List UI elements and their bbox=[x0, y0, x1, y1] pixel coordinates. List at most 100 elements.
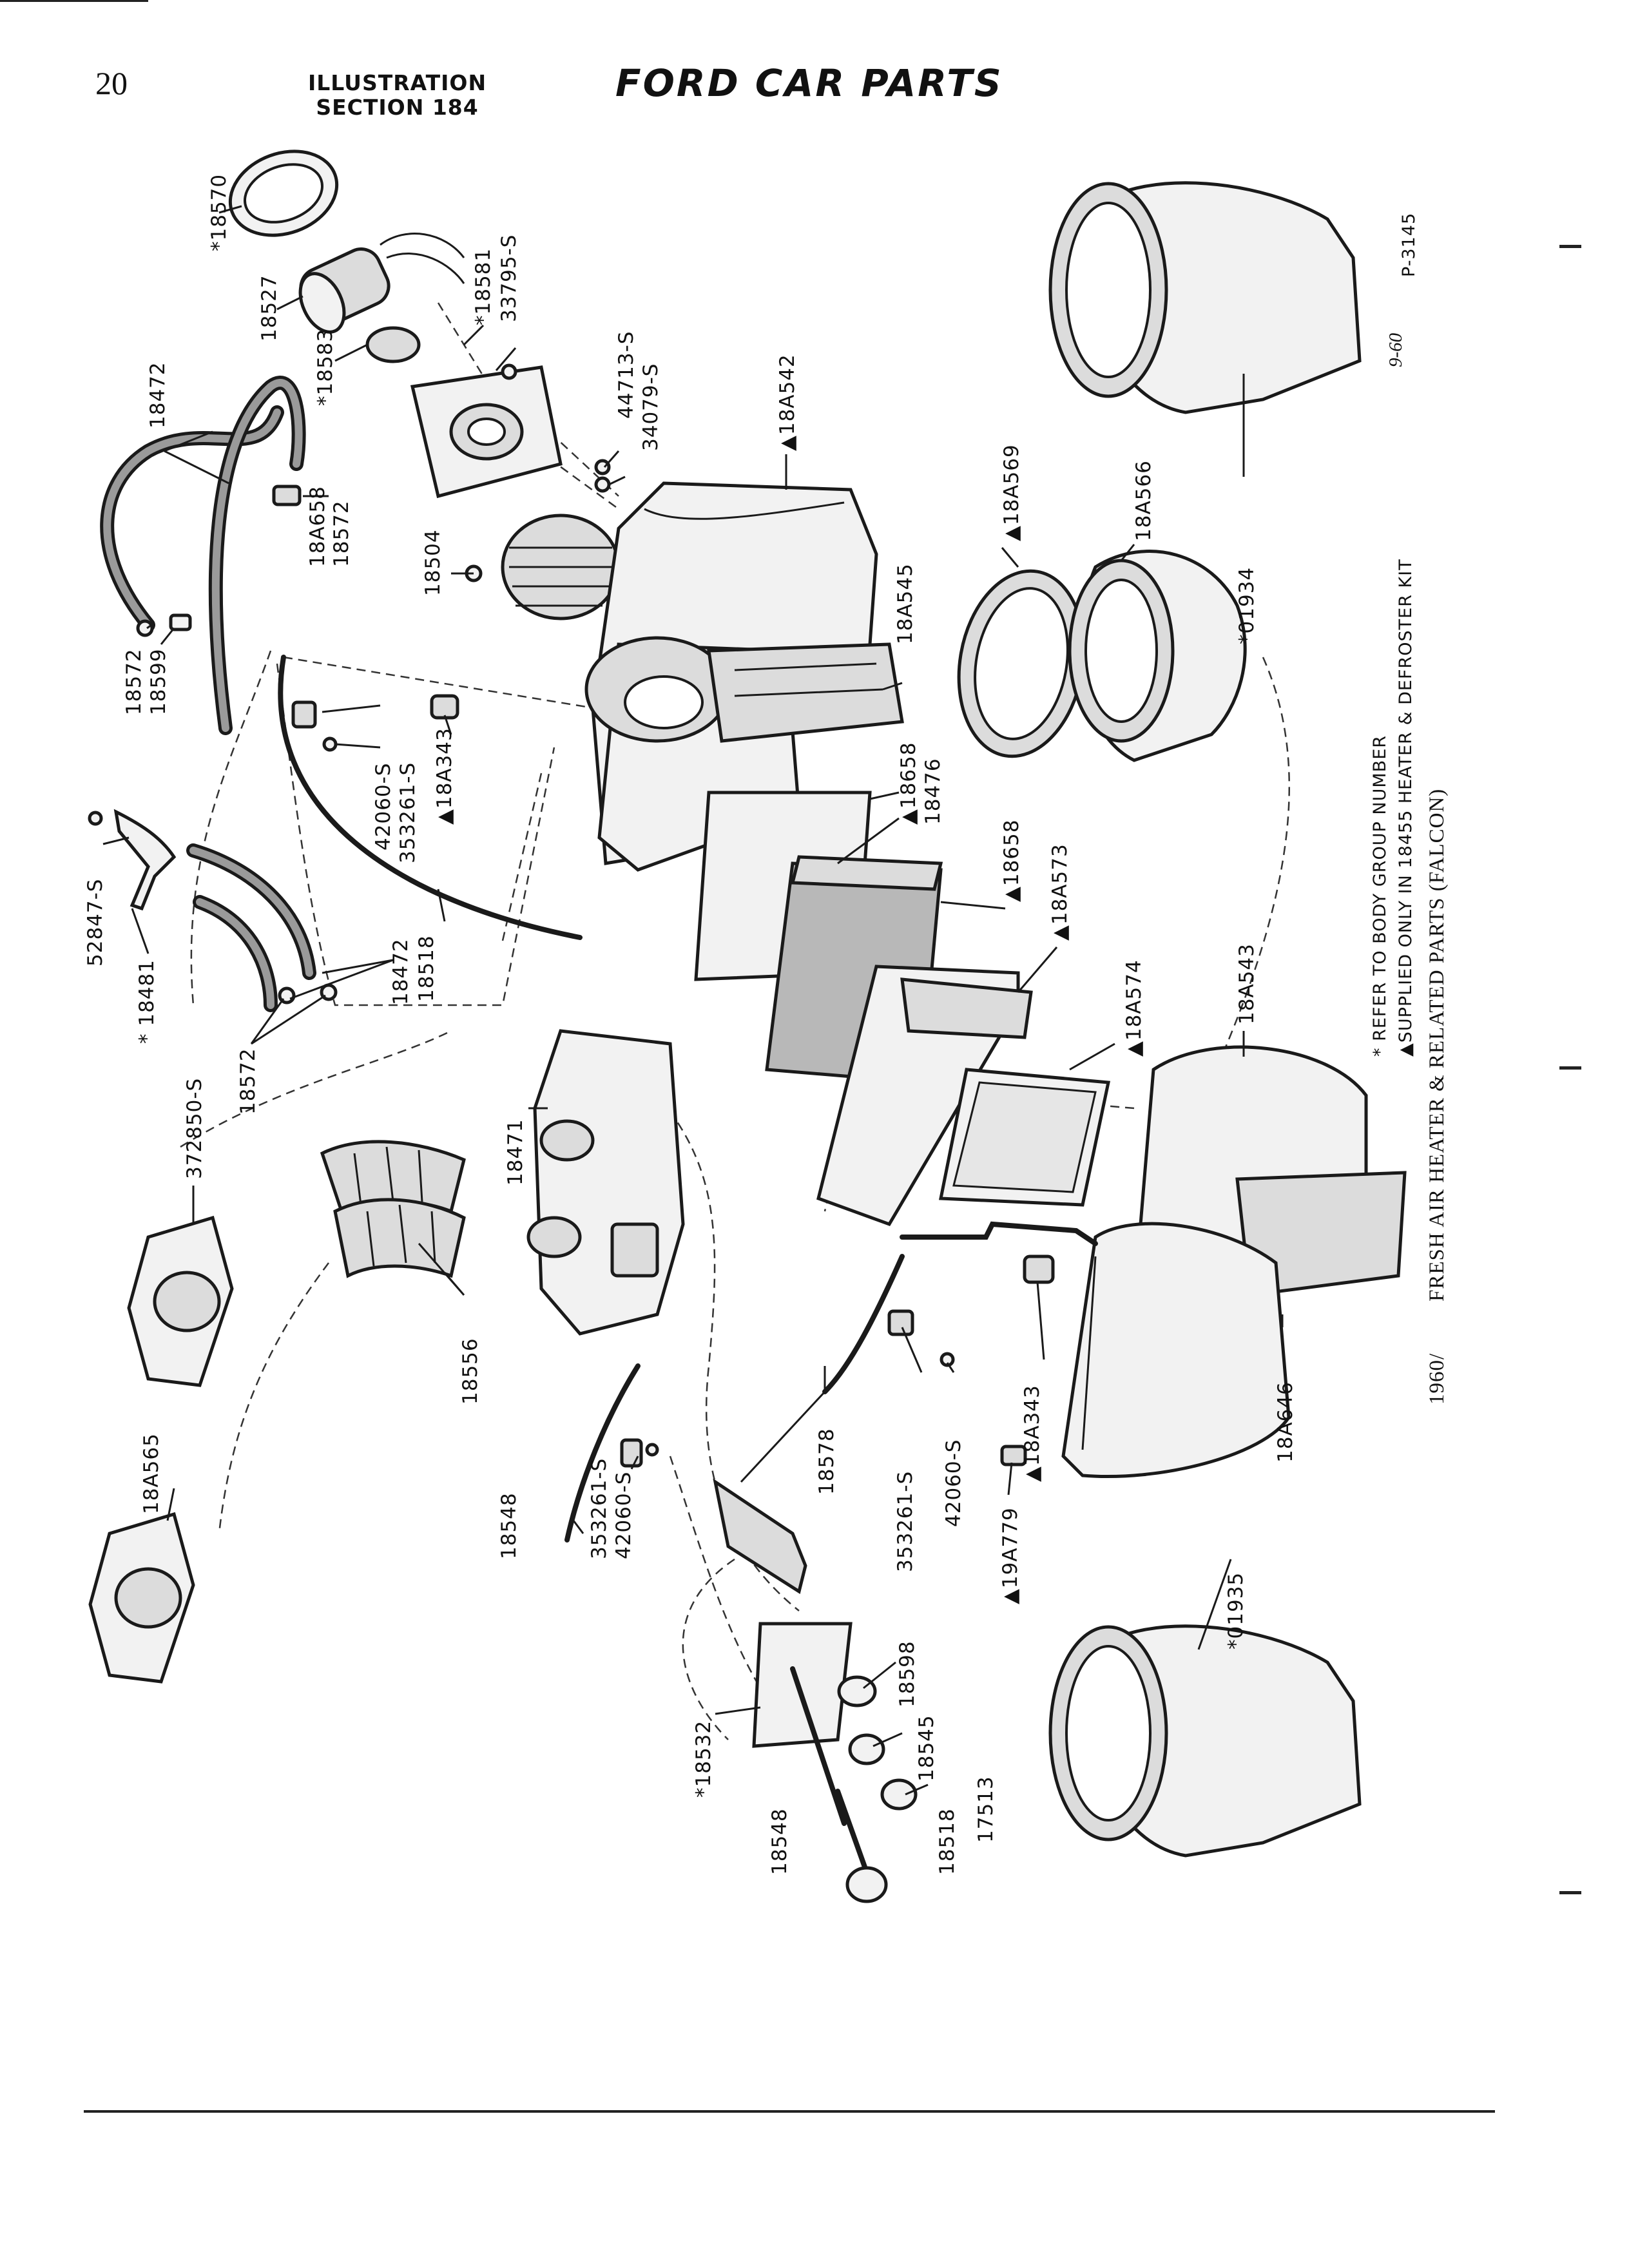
leader-line bbox=[863, 1661, 903, 1747]
control-knob bbox=[848, 1733, 885, 1765]
part-label: 18472 bbox=[389, 938, 412, 1005]
leader-line bbox=[1036, 1282, 1045, 1360]
blower-wheel-blades bbox=[509, 546, 612, 607]
part-label: 18A565 bbox=[140, 1433, 163, 1514]
part-label: 18A566 bbox=[1132, 460, 1155, 541]
screw bbox=[322, 736, 338, 752]
section-heading: ILLUSTRATION SECTION 184 bbox=[308, 71, 487, 120]
part-label: ▲18A569 bbox=[1000, 444, 1023, 541]
leader-line bbox=[322, 704, 381, 749]
leader-line bbox=[289, 959, 394, 1000]
footnote-triangle: ▲SUPPLIED ONLY IN 18455 HEATER & DEFROST… bbox=[1396, 559, 1416, 1057]
part-label: 42060-S bbox=[372, 763, 395, 850]
section-line-2: SECTION 184 bbox=[316, 95, 479, 120]
leader-line bbox=[102, 836, 130, 845]
motor-clamp bbox=[365, 326, 421, 363]
part-label: 18548 bbox=[497, 1492, 521, 1559]
dashed-line bbox=[501, 773, 543, 941]
heater-hose-inner bbox=[211, 379, 303, 732]
part-label: 18472 bbox=[146, 361, 169, 428]
part-label: 34079-S bbox=[639, 363, 662, 451]
leader-line bbox=[882, 682, 903, 691]
defroster-hose-ribs bbox=[366, 1204, 436, 1267]
leader-line bbox=[1007, 1462, 1013, 1495]
mounting-plate-hole-inner bbox=[467, 418, 506, 446]
part-label: ▲18A343 bbox=[433, 727, 456, 825]
dashed-line bbox=[180, 1030, 452, 1148]
leader-line bbox=[164, 430, 229, 485]
leader-line bbox=[837, 791, 900, 865]
part-label: 18504 bbox=[421, 529, 445, 596]
part-label: 18518 bbox=[415, 935, 438, 1002]
control-cable bbox=[278, 655, 583, 940]
control-bracket bbox=[752, 1622, 853, 1748]
part-label: 18A646 bbox=[1274, 1381, 1297, 1463]
leader-line bbox=[1120, 544, 1135, 561]
blower-housing-hole bbox=[624, 675, 704, 729]
part-label: ▲18A574 bbox=[1123, 959, 1146, 1057]
duct-outlet bbox=[539, 1119, 595, 1162]
leader-lines bbox=[102, 205, 1284, 1796]
part-label: 18518 bbox=[936, 1808, 959, 1875]
washer bbox=[594, 476, 611, 493]
figure-code: P-3145 bbox=[1399, 213, 1419, 277]
brand-title: FORD CAR PARTS bbox=[615, 61, 1003, 105]
bottom-rule bbox=[84, 2110, 1495, 2113]
leader-line bbox=[1001, 547, 1019, 568]
part-label: 44713-S bbox=[615, 331, 638, 419]
inlet-duct-hole bbox=[1084, 579, 1158, 723]
part-label: 18598 bbox=[896, 1640, 919, 1707]
part-label: 18545 bbox=[915, 1715, 938, 1782]
leader-line bbox=[218, 205, 242, 214]
part-label: *18583 bbox=[314, 329, 337, 406]
defroster-duct-group bbox=[88, 1029, 685, 1684]
caption-year: 1960/ bbox=[1425, 1353, 1449, 1405]
part-label: ▲19A779 bbox=[999, 1507, 1022, 1604]
heater-control-group bbox=[564, 1254, 918, 1903]
cable-clip bbox=[430, 694, 459, 720]
dashed-line bbox=[1197, 657, 1290, 1109]
part-label: 18476 bbox=[921, 758, 945, 825]
footnote-star: * REFER TO BODY GROUP NUMBER bbox=[1370, 735, 1390, 1057]
air-inlet-group bbox=[957, 181, 1362, 1858]
cowl-air-inlet-rh-opening bbox=[1065, 202, 1152, 378]
screw bbox=[501, 363, 517, 380]
dashed-line bbox=[190, 650, 272, 1006]
hose-clamp bbox=[136, 619, 154, 637]
margin-tick bbox=[1559, 1891, 1581, 1894]
part-label: ▲18A542 bbox=[776, 354, 799, 451]
part-label: ▲18A573 bbox=[1048, 843, 1072, 941]
part-label: ▲18658 bbox=[897, 742, 920, 825]
part-label: 353261-S bbox=[396, 762, 419, 863]
part-label: 18527 bbox=[258, 274, 281, 341]
caption-title: FRESH AIR HEATER & RELATED PARTS (FALCON… bbox=[1425, 789, 1449, 1302]
part-label: 18471 bbox=[504, 1119, 527, 1186]
leader-line bbox=[495, 347, 517, 371]
heater-outlet-duct bbox=[533, 1029, 685, 1336]
leader-line bbox=[1197, 1559, 1232, 1650]
blower-motor-group bbox=[228, 149, 621, 620]
motor-lead-wire bbox=[386, 253, 465, 284]
dashed-line bbox=[618, 1056, 800, 1611]
leader-line bbox=[905, 1783, 929, 1796]
clip bbox=[1000, 1445, 1027, 1466]
motor-lead-wire bbox=[380, 233, 465, 258]
part-label: 42060-S bbox=[942, 1439, 965, 1527]
cable-clip bbox=[620, 1438, 643, 1468]
heater-hose bbox=[100, 405, 284, 632]
control-cable bbox=[822, 1254, 905, 1394]
top-rule bbox=[0, 0, 148, 2]
nut bbox=[594, 459, 611, 476]
leader-line bbox=[146, 624, 175, 645]
leader-line bbox=[443, 715, 452, 735]
heater-hose-short-inner bbox=[196, 898, 275, 1009]
cowl-air-inlet-lh-opening bbox=[1065, 1645, 1152, 1821]
leader-line bbox=[1069, 1043, 1115, 1071]
housing-seam bbox=[1081, 1256, 1097, 1450]
hose-fitting bbox=[169, 613, 192, 631]
door-clip bbox=[1023, 1254, 1055, 1284]
defroster-outlet-slots bbox=[734, 662, 883, 697]
part-label: * 18481 bbox=[135, 959, 159, 1044]
part-label: 18599 bbox=[147, 648, 170, 715]
